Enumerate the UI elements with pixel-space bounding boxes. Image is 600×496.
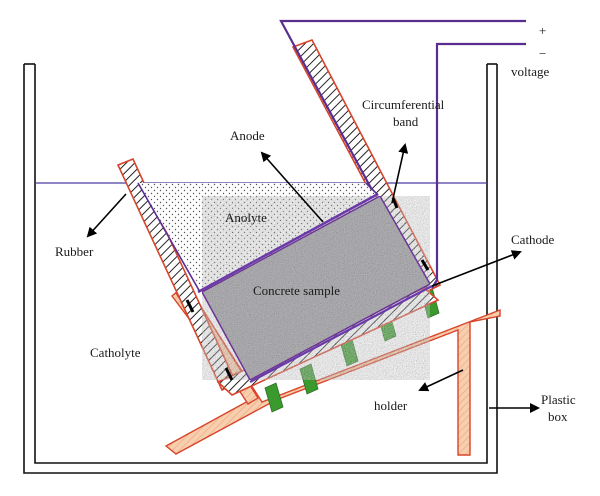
rubber-arrow xyxy=(86,193,127,238)
minus-label: − xyxy=(539,46,546,61)
plastic-label-line2: box xyxy=(548,409,568,424)
negative-wire xyxy=(431,42,526,289)
anode-chamber-outline xyxy=(137,182,201,293)
cathode-arrow xyxy=(431,250,522,287)
rubber-label: Rubber xyxy=(55,244,94,259)
circumferential-label-line1: Circumferential xyxy=(362,97,445,112)
cathode-mesh xyxy=(249,285,433,383)
catholyte-label: Catholyte xyxy=(90,345,141,360)
plus-label: + xyxy=(539,23,546,38)
anode-mesh xyxy=(197,192,379,294)
wires xyxy=(279,19,526,289)
concrete-sample xyxy=(200,194,432,382)
circumferential-label-line2: band xyxy=(393,114,419,129)
arrows xyxy=(86,143,540,413)
voltage-label: voltage xyxy=(511,64,549,79)
plastic-label-line1: Plastic xyxy=(541,392,576,407)
anolyte-label: Anolyte xyxy=(225,210,267,225)
anode-label: Anode xyxy=(230,128,265,143)
anolyte-region xyxy=(138,183,380,292)
plastic-box xyxy=(23,63,498,474)
anode-arrow xyxy=(260,151,324,223)
holder-label: holder xyxy=(374,398,408,413)
concrete-sample-label: Concrete sample xyxy=(253,283,340,298)
clamp-marks xyxy=(185,197,430,381)
circumferential-arrow xyxy=(391,143,409,204)
positive-wire xyxy=(279,19,526,191)
cathode-label: Cathode xyxy=(511,232,555,247)
holder-arrow xyxy=(418,369,464,392)
